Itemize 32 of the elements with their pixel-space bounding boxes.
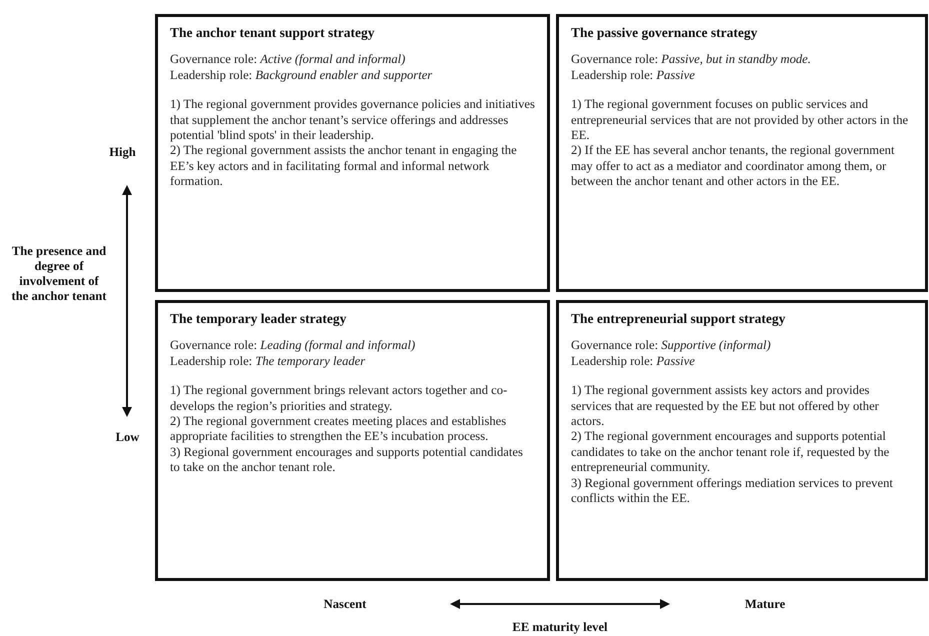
role-text: Governance role: Passive, but in standby mode. <box>571 52 812 68</box>
role-text: Leadership role: Passive <box>571 354 696 370</box>
role-text: Leadership role: The temporary leader <box>170 354 366 370</box>
axis-label: Nascent <box>322 597 368 612</box>
role-text: Governance role: Active (formal and informal) <box>170 52 406 68</box>
strategy-item: 1) The regional government focuses on public services and entrepreneurial services that are not provided by other actors in the EE. <box>571 97 910 144</box>
role-text: Governance role: Supportive (informal) <box>571 338 772 354</box>
axis-label: High <box>108 145 137 160</box>
axis-label: The presence and degree of involvement of the anchor tenant <box>10 244 108 304</box>
strategy-box <box>556 300 928 581</box>
role-text: Leadership role: Passive <box>571 68 696 84</box>
box-heading: The anchor tenant support strategy <box>170 25 376 40</box>
box-heading: The temporary leader strategy <box>170 311 348 326</box>
axis-label: EE maturity level <box>511 620 609 635</box>
strategy-item: 2) The regional government assists the anchor tenant in engaging the EE’s key actors and in facilitating formal and informal network formation. <box>170 143 518 190</box>
strategy-box <box>155 300 550 581</box>
strategy-item: 2) If the EE has several anchor tenants, the regional government may offer to act as a mediator and coordinator among them, or between the anchor tenant and other actors in the EE. <box>571 143 896 190</box>
strategy-item: 3) Regional government encourages and supports potential candidates to take on the anchor tenant role. <box>170 444 524 476</box>
strategy-item: 1) The regional government provides governance policies and initiatives that supplement the anchor tenant’s service offerings and addresses potential 'blind spots' in their leadership. <box>170 97 535 144</box>
strategy-item: 2) The regional government creates meeting places and establishes appropriate facilities to strengthen the EE’s incubation process. <box>170 414 508 445</box>
role-text: Leadership role: Background enabler and supporter <box>170 68 434 84</box>
box-heading: The passive governance strategy <box>571 25 758 40</box>
role-text: Governance role: Leading (formal and informal) <box>170 338 416 354</box>
strategy-box <box>155 14 550 292</box>
axis-label: Mature <box>744 597 786 612</box>
strategy-item: 2) The regional government encourages and supports potential candidates to take on the anchor tenant role if, requested by the entrepreneurial community. <box>571 429 890 476</box>
strategy-item: 3) Regional government offerings mediation services to prevent conflicts within the EE. <box>571 476 894 506</box>
strategy-box <box>556 14 928 292</box>
strategy-item: 1) The regional government assists key actors and provides services that are requested by the EE but not offered by other actors. <box>571 383 880 430</box>
axis-label: Low <box>114 430 140 445</box>
box-heading: The entrepreneurial support strategy <box>571 311 786 326</box>
strategy-item: 1) The regional government brings relevant actors together and co-develops the region’s priorities and strategy. <box>170 383 508 414</box>
